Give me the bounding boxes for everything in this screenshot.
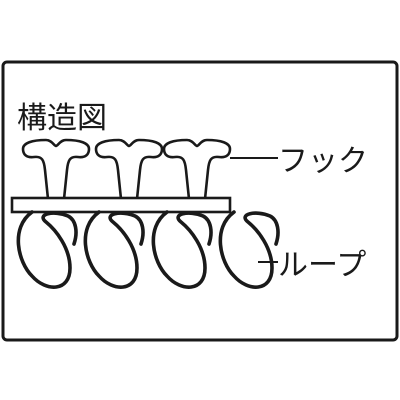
- loop-4: [218, 210, 280, 289]
- loop-3: [151, 210, 213, 289]
- diagram-title: 構造図: [17, 101, 107, 136]
- hook-3: [162, 138, 232, 201]
- loop-group: [16, 210, 280, 289]
- hook-group: [21, 138, 232, 201]
- loop-label: ループ: [278, 248, 366, 283]
- loop-1: [16, 210, 78, 289]
- hook-2: [94, 138, 164, 201]
- hook-1: [21, 138, 91, 201]
- loop-2: [83, 210, 145, 289]
- base-plate: [10, 196, 232, 214]
- frame-border: [1, 60, 399, 342]
- hook-label: フック: [278, 144, 368, 179]
